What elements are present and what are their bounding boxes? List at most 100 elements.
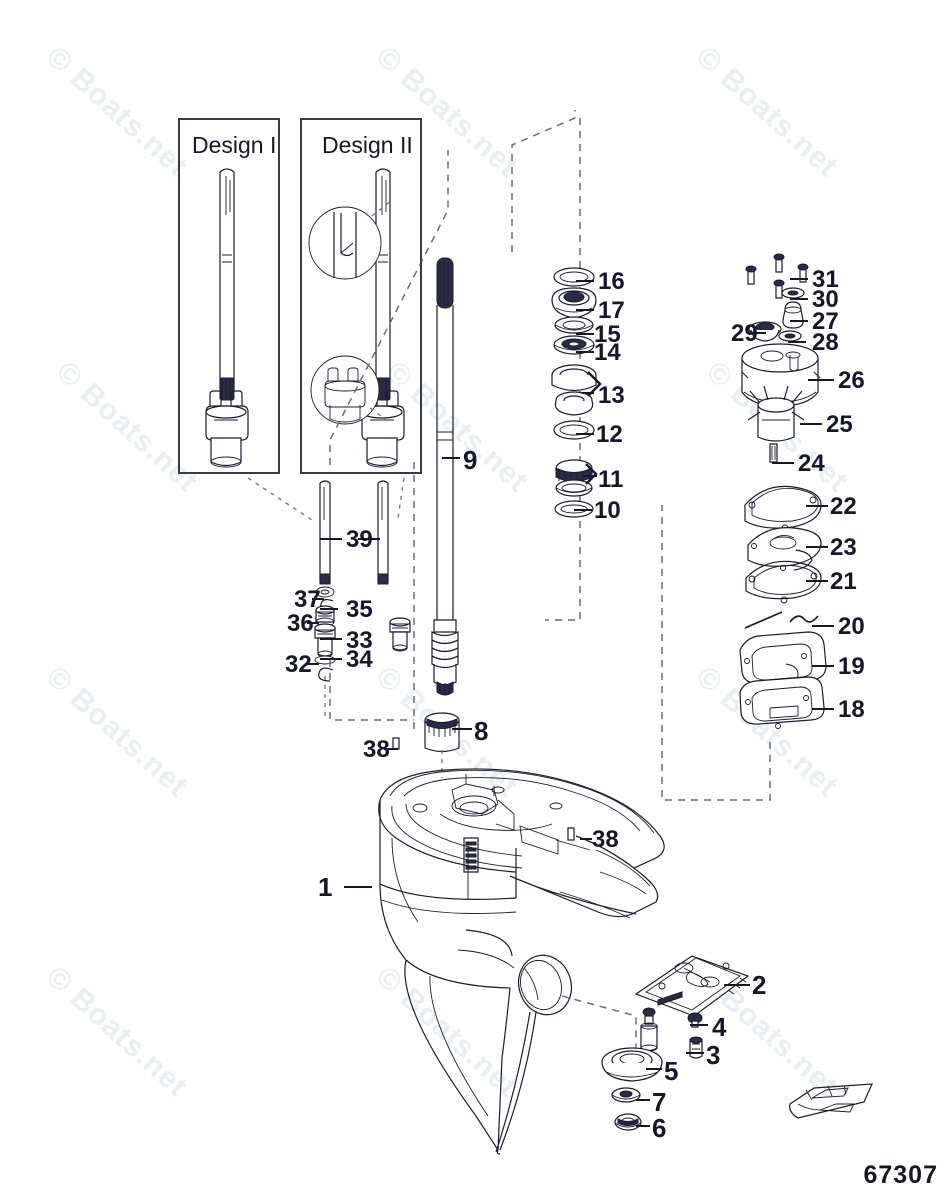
callout-21: 21 [830, 568, 857, 595]
callout-14: 14 [594, 339, 621, 366]
leader-line [790, 320, 808, 322]
design-one-illustration [205, 168, 249, 468]
bracket-left-lower [329, 660, 414, 721]
leader-line [583, 475, 597, 477]
bracket-left-upper [329, 150, 449, 465]
callout-9: 9 [463, 445, 478, 475]
parts-2-7-group [601, 955, 750, 1131]
leader-design2 [397, 477, 405, 519]
leader-line [576, 333, 594, 335]
callout-11: 11 [598, 466, 624, 493]
callout-33: 33 [346, 627, 373, 654]
callout-35: 35 [346, 596, 373, 623]
callout-18: 18 [838, 696, 865, 723]
callout-12: 12 [596, 421, 623, 448]
callout-1: 1 [318, 872, 333, 902]
callout-23: 23 [830, 534, 857, 561]
parts-24-31-waterpump [741, 253, 821, 463]
leader-line [320, 658, 342, 660]
leader-line [806, 580, 828, 582]
callout-39: 39 [346, 526, 373, 553]
leader-line [576, 351, 594, 353]
callout-13: 13 [598, 382, 625, 409]
callout-15: 15 [594, 321, 621, 348]
leader-line [344, 886, 372, 888]
callout-30: 30 [812, 286, 839, 313]
callout-37: 37 [294, 586, 321, 613]
leader-line [576, 309, 594, 311]
design-two-illustration [308, 168, 405, 468]
leader-line [806, 546, 828, 548]
diagram-number: 67307 [863, 1161, 938, 1189]
part-38-pins [392, 737, 575, 841]
leader-line [307, 622, 319, 624]
callout-10: 10 [594, 497, 621, 524]
design-box-2 [300, 118, 422, 474]
callout-20: 20 [838, 613, 865, 640]
callout-36: 36 [287, 610, 314, 637]
callout-28: 28 [812, 329, 839, 356]
callout-26: 26 [838, 367, 865, 394]
leader-line [582, 392, 594, 394]
leader-line [452, 728, 472, 730]
callout-16: 16 [598, 268, 625, 295]
callout-17: 17 [598, 297, 625, 324]
part-1-gear-housing [378, 768, 665, 1155]
leader-line [636, 1125, 650, 1127]
callout-19: 19 [838, 653, 865, 680]
leader-line [576, 433, 594, 435]
part-8-bearing [424, 712, 460, 778]
leader-line [574, 509, 592, 511]
part-39-shift-shafts [319, 480, 389, 585]
leader-line [812, 625, 834, 627]
leader-line [320, 538, 342, 540]
leader-line [305, 663, 319, 665]
parts-18-23-plates [661, 485, 827, 801]
design-box-2-label: Design II [322, 132, 413, 158]
callout-31: 31 [812, 266, 839, 293]
leader-line [690, 1024, 708, 1026]
callout-22: 22 [830, 493, 857, 520]
callout-7: 7 [652, 1087, 667, 1117]
leader-line [788, 341, 806, 343]
callout-24: 24 [798, 450, 825, 477]
leader-line [646, 1068, 662, 1070]
leader-design1 [247, 477, 313, 521]
leader-line [312, 598, 324, 600]
part-9-driveshaft [431, 257, 459, 696]
leader-line [806, 505, 828, 507]
callout-25: 25 [826, 411, 853, 438]
callout-29: 29 [731, 320, 758, 347]
parts-32-37-cluster [314, 586, 411, 720]
design-box-1-label: Design I [192, 132, 277, 158]
callout-6: 6 [652, 1113, 667, 1143]
leader-line [320, 638, 342, 640]
leader-line [800, 423, 822, 425]
leader-line [442, 457, 460, 459]
leader-line [790, 298, 808, 300]
leader-line [812, 708, 834, 710]
leader-line [358, 538, 380, 540]
leader-line [812, 665, 834, 667]
bracket-driveshaft [511, 110, 576, 252]
callout-27: 27 [812, 308, 839, 335]
leader-line [636, 1099, 650, 1101]
callout-38b: 38 [592, 826, 619, 853]
leader-housing-to-5 [561, 995, 637, 1050]
callout-4: 4 [712, 1012, 727, 1042]
leader-line [790, 278, 808, 280]
leader-line [724, 984, 750, 986]
leader-line [808, 379, 834, 381]
parts-10-17-stack [551, 267, 602, 518]
callout-5: 5 [664, 1056, 679, 1086]
bracket-parts-10-17 [545, 118, 581, 621]
boat-logo-glyph [789, 1083, 873, 1119]
leader-line [772, 462, 794, 464]
bracket-right-group [661, 505, 771, 801]
leader-line [752, 332, 766, 334]
callout-34: 34 [346, 646, 373, 673]
leader-line [384, 748, 398, 750]
callout-32: 32 [285, 651, 312, 678]
callout-8: 8 [474, 716, 489, 746]
